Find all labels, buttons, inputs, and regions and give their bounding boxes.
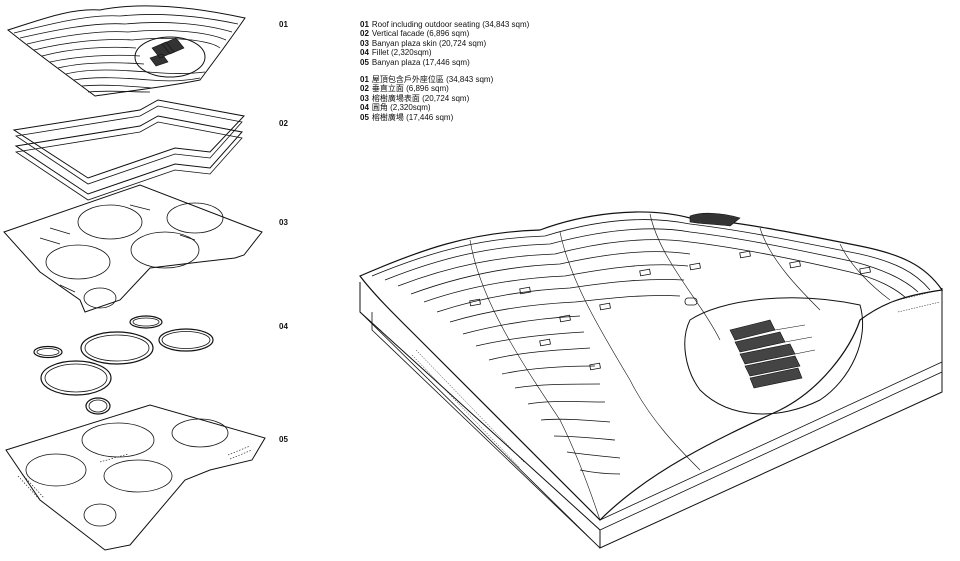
legend-text: 屋頂包含戶外座位區 (34,843 sqm)	[371, 75, 494, 84]
legend-text: Banyan plaza (17,446 sqm)	[371, 57, 470, 67]
layer-number-04: 04	[279, 322, 288, 331]
legend-number: 02	[360, 84, 369, 94]
layer-01-roof	[6, 5, 246, 97]
legend-text: 垂直立面 (6,896 sqm)	[371, 84, 449, 94]
layer-number-03: 03	[279, 218, 288, 227]
legend-number: 04	[360, 103, 369, 113]
layer-number-05: 05	[279, 435, 288, 444]
legend-number: 01	[360, 20, 369, 29]
layer-03-skin	[3, 184, 263, 313]
legend-text: 榕樹廣場 (17,446 sqm)	[371, 112, 454, 122]
legend-number: 03	[360, 93, 369, 103]
legend-number: 05	[360, 57, 369, 67]
legend-number: 01	[360, 75, 369, 84]
legend-number: 02	[360, 29, 369, 39]
layer-04-fillet	[33, 315, 214, 415]
main-roof-render	[359, 211, 944, 549]
legend-text: Fillet (2,320sqm)	[371, 48, 432, 58]
legend-text: Banyan plaza skin (20,724 sqm)	[371, 38, 487, 48]
layer-05-plaza	[5, 404, 266, 551]
legend-text: Roof including outdoor seating (34,843 s…	[371, 20, 530, 29]
layer-02-facade	[12, 99, 245, 201]
legend-text: 榕樹廣場表面 (20,724 sqm)	[371, 93, 470, 103]
legend-text: Vertical facade (6,896 sqm)	[371, 29, 470, 39]
legend-number: 04	[360, 48, 369, 58]
layer-number-02: 02	[279, 119, 288, 128]
legend-number: 03	[360, 38, 369, 48]
legend-text: 圓角 (2,320sqm)	[371, 103, 431, 113]
layer-number-01: 01	[279, 20, 288, 29]
legend-number: 05	[360, 112, 369, 122]
seating-steps	[729, 319, 816, 389]
